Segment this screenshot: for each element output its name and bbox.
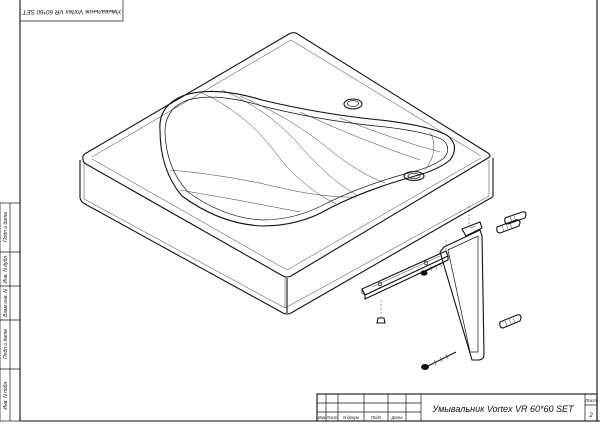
wall-plug (499, 314, 522, 329)
side-stamp-field: Подп и дата (3, 212, 9, 242)
washbasin (79, 32, 494, 315)
side-stamp-field: Подп и дата (3, 329, 9, 359)
assembly-guide-lines (445, 206, 470, 250)
title-block-col-header: Дата (390, 415, 403, 420)
side-stamp-field: Инв. N подл. (3, 380, 9, 409)
sheet-label: Лист (584, 398, 597, 403)
title-block: Изм Лист N докум Подп Дата Умывальник Vo… (316, 393, 598, 422)
support-bracket (439, 221, 485, 361)
drain-hole (403, 170, 425, 182)
fixing-screw (421, 351, 457, 370)
corner-stamp-text: Умывальник Vortex VR 60*60 SET (21, 8, 122, 15)
title-block-col-header: Изм (318, 415, 326, 420)
title-block-col-header: Подп (371, 415, 382, 420)
fixing-screw (376, 300, 386, 324)
sheet-frame (19, 0, 600, 422)
wall-plug (504, 211, 527, 225)
title-block-col-header: Лист (326, 415, 338, 420)
fixing-screw (420, 261, 445, 276)
drawing-title: Умывальник Vortex VR 60*60 SET (431, 404, 575, 414)
side-stamp-field: Взам инв. N (3, 289, 9, 317)
corner-stamp: Умывальник Vortex VR 60*60 SET (20, 0, 124, 22)
title-block-col-header: N докум (343, 415, 359, 420)
wall-plug (496, 219, 521, 234)
faucet-hole (343, 98, 363, 110)
side-stamp-field: Инв. N дубл. (3, 255, 9, 284)
basin-bowl (159, 89, 456, 227)
mounting-rail (361, 250, 449, 300)
sheet-number: 2 (588, 413, 593, 419)
side-stamp: Подп и дата Инв. N дубл. Взам инв. N Под… (0, 202, 21, 422)
